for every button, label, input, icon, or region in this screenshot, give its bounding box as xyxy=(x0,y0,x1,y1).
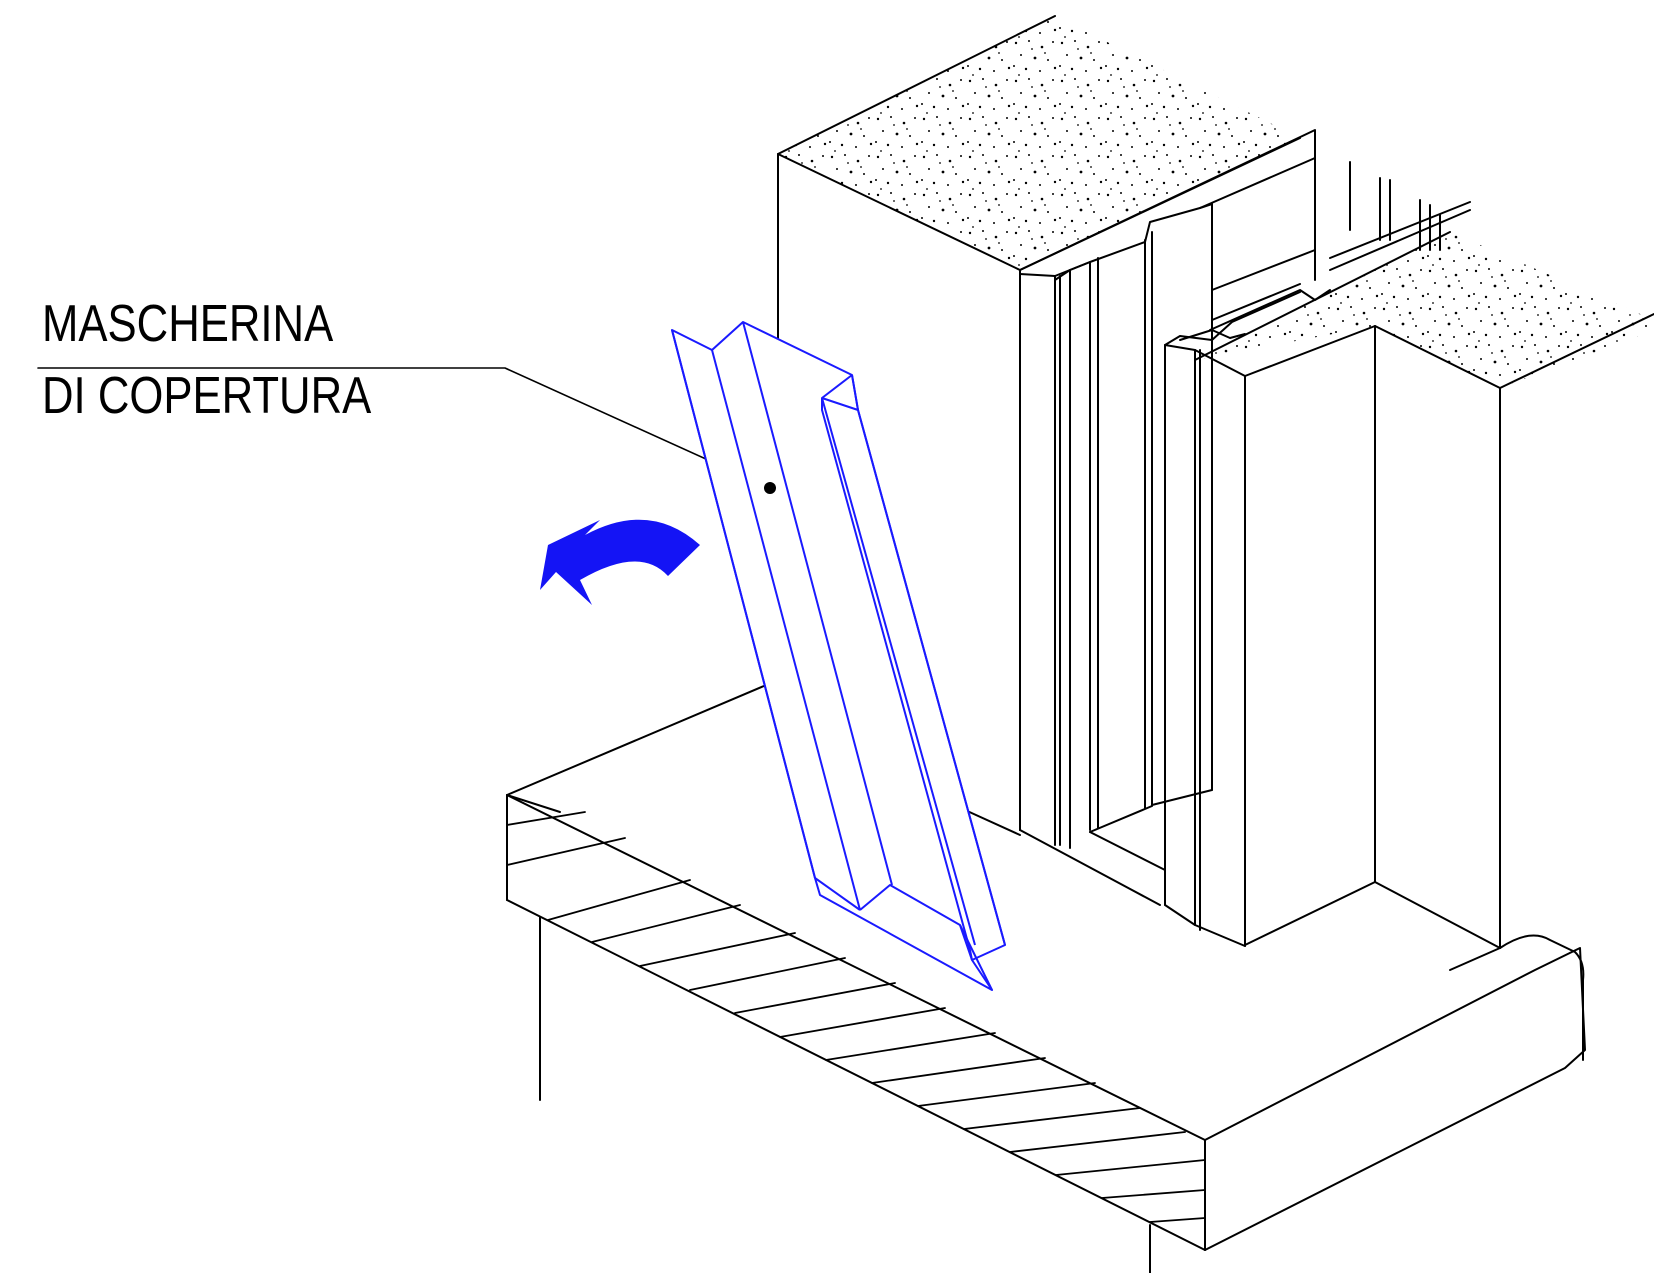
cover-strip xyxy=(671,321,1006,991)
callout-label-line-2: DI COPERTURA xyxy=(42,367,372,425)
wall-left-top-face xyxy=(778,16,1300,270)
leader-dot-icon xyxy=(764,482,776,494)
callout-label-line-1: MASCHERINA xyxy=(42,295,334,353)
wall-right-block xyxy=(1194,231,1654,949)
curved-arrow-icon xyxy=(540,519,700,605)
frame-profile-right xyxy=(1164,291,1376,947)
leader-line xyxy=(37,367,771,489)
frame-profile-left xyxy=(1019,129,1471,849)
wall-right-top-face xyxy=(1195,232,1654,388)
slab-section-hatch xyxy=(506,811,1206,1223)
floor-slab xyxy=(506,679,1586,1273)
